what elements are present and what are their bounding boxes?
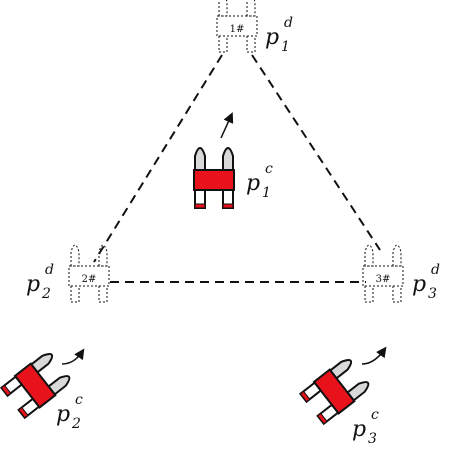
- target-tag-1: 1#: [230, 24, 245, 35]
- target-tag-3: 3#: [376, 274, 391, 285]
- target-robot-3: 3#: [362, 244, 404, 303]
- robot-label-3-sub: 3: [368, 431, 377, 447]
- robot-3: [298, 355, 373, 426]
- robot-label-1-sub: 1: [262, 185, 271, 201]
- edge-1-2: [93, 54, 223, 263]
- target-label-2-sub: 2: [41, 286, 51, 302]
- target-label-2-sup: d: [45, 262, 54, 278]
- robot-1: [193, 147, 235, 209]
- edge-1-3: [251, 54, 381, 251]
- target-label-3-main: p: [412, 272, 426, 297]
- target-robot-1: 1#: [216, 0, 258, 53]
- target-label-1-main: p: [265, 25, 279, 50]
- target-label-3-sup: d: [431, 262, 440, 278]
- robot-label-2-sub: 2: [71, 416, 81, 432]
- target-label-3-sub: 3: [428, 286, 437, 302]
- target-tag-2: 2#: [82, 274, 97, 285]
- robot-label-1: p 1 c: [246, 161, 273, 201]
- target-label-1-sup: d: [284, 15, 293, 31]
- target-label-1: p 1 d: [265, 15, 293, 55]
- robot-label-3-sup: c: [371, 407, 379, 423]
- robot-label-2-main: p: [56, 402, 70, 427]
- robot-label-1-sup: c: [265, 161, 273, 177]
- target-robot-2: 2#: [68, 244, 110, 303]
- formation-triangle: [93, 54, 381, 283]
- target-label-2: p 2 d: [26, 262, 54, 302]
- target-label-3: p 3 d: [412, 262, 440, 302]
- robot-label-1-main: p: [246, 171, 260, 196]
- robot-label-3: p 3 c: [352, 407, 379, 447]
- robot-1-heading-arrow: [220, 112, 234, 139]
- robot-label-3-main: p: [352, 417, 366, 442]
- target-label-2-main: p: [26, 272, 40, 297]
- robot-label-2: p 2 c: [56, 392, 83, 432]
- robot-2-heading-arrow: [61, 348, 85, 365]
- target-label-1-sub: 1: [281, 39, 290, 55]
- robot-label-2-sup: c: [75, 392, 83, 408]
- robot-3-heading-arrow: [361, 346, 387, 365]
